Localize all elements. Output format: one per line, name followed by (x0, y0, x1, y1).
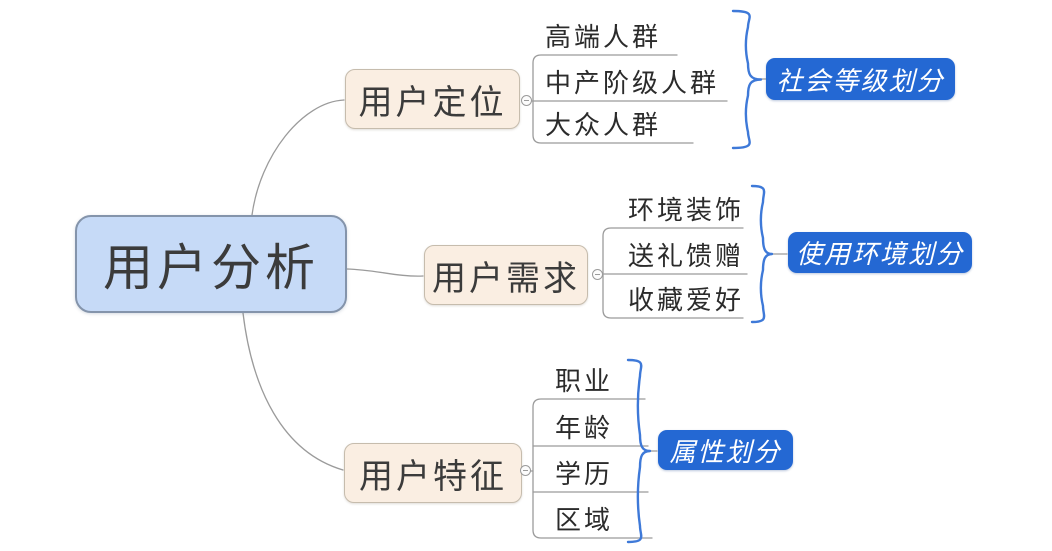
root-topic-label: 用户分析 (103, 239, 319, 297)
brace-usage-env (750, 184, 774, 324)
subtopic-region[interactable]: 区域 (555, 506, 614, 536)
subtopic-age[interactable]: 年龄 (555, 414, 614, 444)
brace-attribute (626, 358, 652, 544)
brace-social-class (731, 9, 763, 150)
subtopic-middle-class[interactable]: 中产阶级人群 (545, 69, 720, 99)
summary-usage-env[interactable]: 使用环境划分 (788, 232, 972, 273)
topic-label: 用户需求 (432, 258, 580, 299)
topic-label: 用户特征 (359, 456, 507, 497)
subtopic-high-end[interactable]: 高端人群 (545, 23, 662, 53)
topic-user-positioning[interactable]: 用户定位 (345, 69, 520, 129)
topic-label: 用户定位 (358, 82, 507, 123)
topic-user-characteristics[interactable]: 用户特征 (344, 443, 522, 503)
subtopic-lines-characteristics (532, 398, 653, 539)
edge-root-to-positioning (251, 99, 345, 216)
minus-icon (524, 100, 529, 101)
minus-icon (595, 274, 600, 275)
collapse-toggle[interactable] (520, 465, 531, 476)
subtopic-gift-giving[interactable]: 送礼馈赠 (628, 242, 745, 272)
subtopic-lines-positioning (532, 54, 694, 144)
subtopic-education[interactable]: 学历 (555, 460, 614, 490)
subtopic-inner-lines-characteristics (530, 445, 649, 493)
root-topic[interactable]: 用户分析 (75, 215, 347, 313)
edge-root-to-needs (346, 268, 424, 277)
summary-attribute[interactable]: 属性划分 (658, 430, 793, 470)
subtopic-mass[interactable]: 大众人群 (545, 111, 662, 141)
topic-user-needs[interactable]: 用户需求 (424, 245, 588, 305)
subtopic-lines-needs (602, 227, 744, 319)
collapse-toggle[interactable] (592, 269, 603, 280)
minus-icon (523, 470, 528, 471)
collapse-toggle[interactable] (521, 95, 532, 106)
summary-social-class[interactable]: 社会等级划分 (766, 58, 955, 100)
edge-root-to-characteristics (242, 312, 344, 471)
subtopic-occupation[interactable]: 职业 (555, 367, 614, 397)
subtopic-collection[interactable]: 收藏爱好 (628, 286, 745, 316)
subtopic-env-decor[interactable]: 环境装饰 (628, 196, 745, 226)
